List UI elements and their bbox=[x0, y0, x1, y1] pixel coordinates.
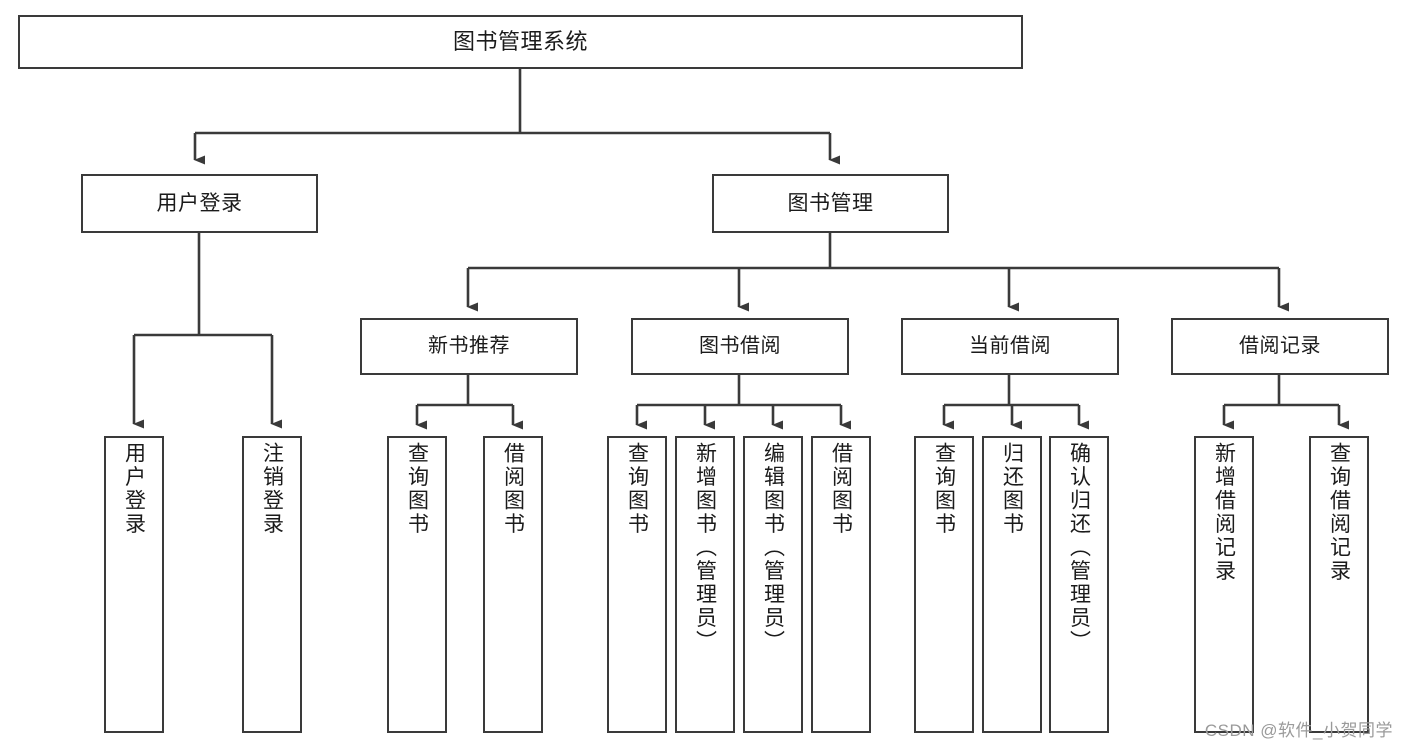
node-leaf-return-book[interactable]: 归还图书 bbox=[982, 436, 1042, 733]
node-borrow-record[interactable]: 借阅记录 bbox=[1171, 318, 1389, 375]
node-leaf-add-book[interactable]: 新增图书（管理员） bbox=[675, 436, 735, 733]
node-user-login[interactable]: 用户登录 bbox=[81, 174, 318, 233]
node-leaf-query-borrow-record-label: 查询借阅记录 bbox=[1327, 442, 1351, 583]
node-leaf-query-book-3-label: 查询图书 bbox=[932, 442, 956, 536]
node-new-book-recommend[interactable]: 新书推荐 bbox=[360, 318, 578, 375]
node-leaf-query-book-1-label: 查询图书 bbox=[405, 442, 429, 536]
node-leaf-query-borrow-record[interactable]: 查询借阅记录 bbox=[1309, 436, 1369, 733]
node-leaf-query-book-2-label: 查询图书 bbox=[625, 442, 649, 536]
node-book-manage-label: 图书管理 bbox=[787, 191, 874, 215]
node-leaf-borrow-book-1[interactable]: 借阅图书 bbox=[483, 436, 543, 733]
node-leaf-borrow-book-2-label: 借阅图书 bbox=[829, 442, 853, 536]
node-user-login-label: 用户登录 bbox=[156, 191, 243, 215]
node-new-book-recommend-label: 新书推荐 bbox=[428, 335, 510, 358]
node-leaf-borrow-book-2[interactable]: 借阅图书 bbox=[811, 436, 871, 733]
node-leaf-edit-book-label: 编辑图书（管理员） bbox=[761, 442, 785, 654]
node-leaf-edit-book[interactable]: 编辑图书（管理员） bbox=[743, 436, 803, 733]
node-current-borrow-label: 当前借阅 bbox=[969, 335, 1051, 358]
node-leaf-return-book-label: 归还图书 bbox=[1000, 442, 1024, 536]
node-leaf-confirm-return[interactable]: 确认归还（管理员） bbox=[1049, 436, 1109, 733]
node-leaf-query-book-1[interactable]: 查询图书 bbox=[387, 436, 447, 733]
node-leaf-add-borrow-record[interactable]: 新增借阅记录 bbox=[1194, 436, 1254, 733]
node-leaf-borrow-book-1-label: 借阅图书 bbox=[501, 442, 525, 536]
node-root[interactable]: 图书管理系统 bbox=[18, 15, 1023, 69]
node-root-label: 图书管理系统 bbox=[452, 28, 588, 54]
node-leaf-confirm-return-label: 确认归还（管理员） bbox=[1067, 442, 1091, 654]
node-leaf-add-book-label: 新增图书（管理员） bbox=[693, 442, 717, 654]
watermark: CSDN @软件_小贺同学 bbox=[1204, 721, 1393, 740]
node-leaf-user-login-label: 用户登录 bbox=[122, 442, 146, 536]
node-borrow-record-label: 借阅记录 bbox=[1239, 335, 1321, 358]
node-book-borrow-label: 图书借阅 bbox=[699, 335, 781, 358]
node-leaf-logout-login-label: 注销登录 bbox=[260, 442, 284, 536]
node-leaf-query-book-3[interactable]: 查询图书 bbox=[914, 436, 974, 733]
node-leaf-add-borrow-record-label: 新增借阅记录 bbox=[1212, 442, 1236, 583]
node-leaf-logout-login[interactable]: 注销登录 bbox=[242, 436, 302, 733]
node-current-borrow[interactable]: 当前借阅 bbox=[901, 318, 1119, 375]
node-book-borrow[interactable]: 图书借阅 bbox=[631, 318, 849, 375]
node-leaf-query-book-2[interactable]: 查询图书 bbox=[607, 436, 667, 733]
node-leaf-user-login[interactable]: 用户登录 bbox=[104, 436, 164, 733]
node-book-manage[interactable]: 图书管理 bbox=[712, 174, 949, 233]
